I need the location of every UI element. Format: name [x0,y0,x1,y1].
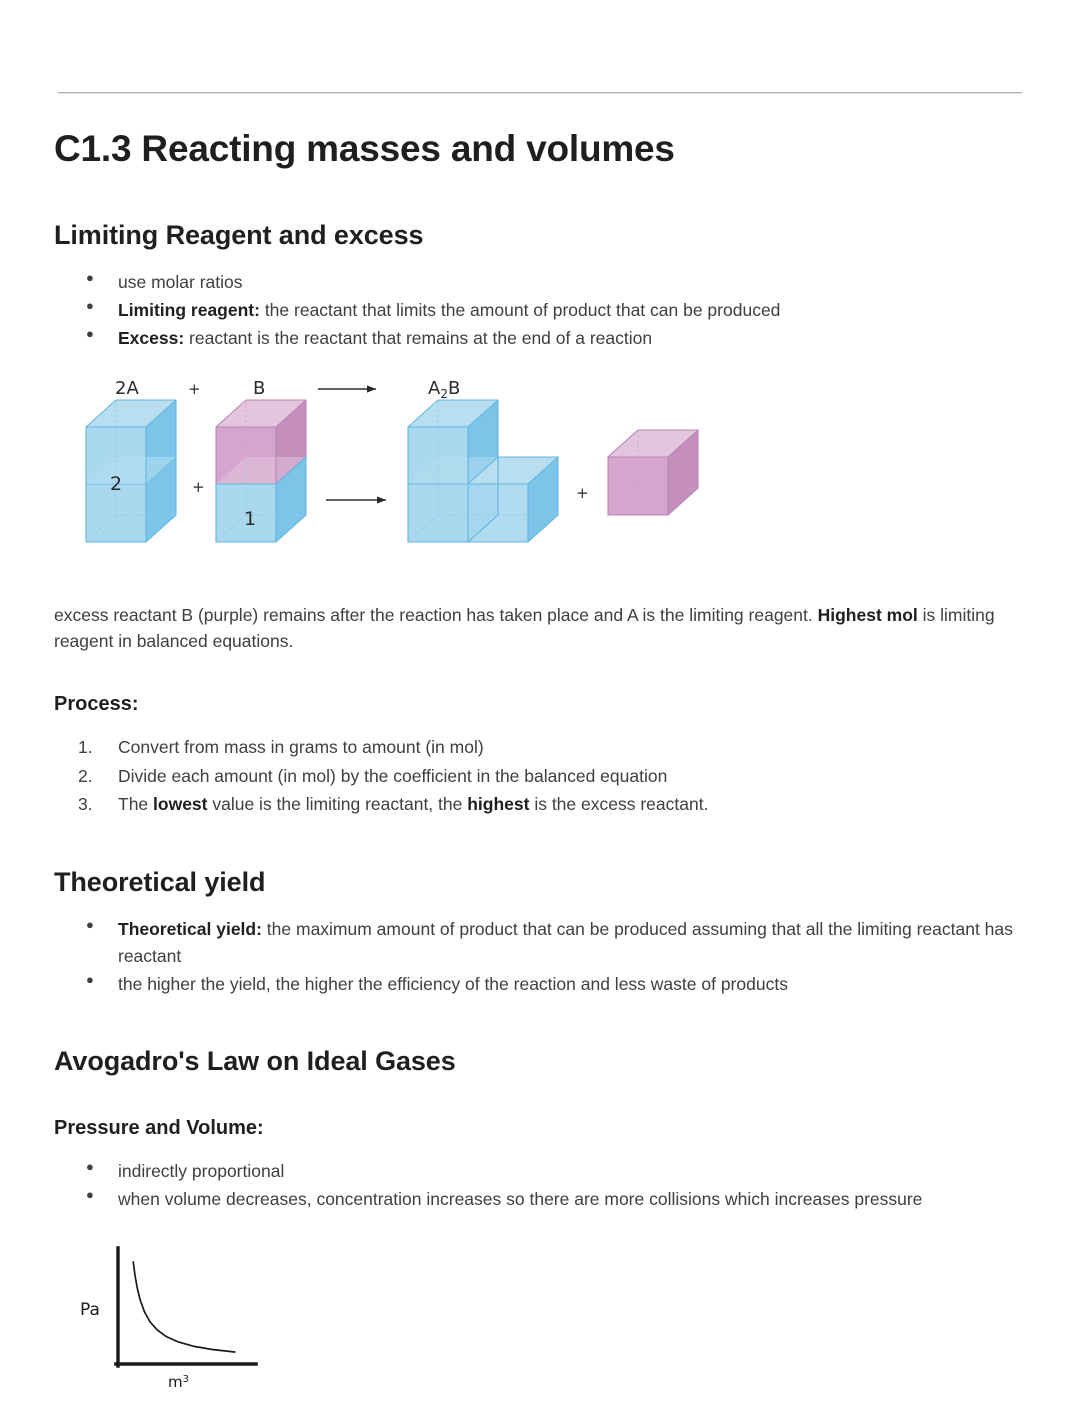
step-text: Divide each amount (in mol) by the coeff… [118,765,668,786]
bullet-lead-text: Theoretical yield: [118,919,262,940]
excess-reactant-b-cube [607,429,699,516]
document-content: C1.3 Reacting masses and volumes Limitin… [54,128,1026,1402]
diagram-plus-product: + [576,484,589,502]
bullet-lead-text: Limiting reagent: [118,300,260,321]
header-divider [58,92,1022,94]
list-item: the higher the yield, the higher the eff… [54,970,1026,997]
step-bold-highest: highest [467,794,530,815]
subsection-heading-pressure-and-volume: Pressure and Volume: [54,1116,264,1139]
limiting-reagent-cube-diagram: .bt { fill:#b8def0; } .bf { fill:#a9d8ef… [68,370,708,580]
reaction-arrow-lower [326,496,386,504]
list-item: The lowest value is the limiting reactan… [54,791,1026,818]
step-text-mid: value is the limiting reactant, the [207,794,468,815]
product-a2b-cube-stack [407,399,559,543]
cube-count-label-a: 2 [110,473,122,495]
bullet-body-text: indirectly proportional [118,1160,285,1181]
step-text-pre: The [118,794,154,815]
list-item: indirectly proportional [54,1156,1026,1184]
bullet-body-text: use molar ratios [118,271,243,292]
section-heading-limiting-reagent: Limiting Reagent and excess [54,219,424,250]
list-item: when volume decreases, concentration inc… [54,1185,1026,1212]
process-steps-list: Convert from mass in grams to amount (in… [54,734,1026,818]
section-heading-avogadros-law: Avogadro's Law on Ideal Gases [54,1046,456,1077]
diagram-plus-lower: + [192,478,205,496]
list-item: Theoretical yield: the maximum amount of… [54,915,1026,969]
chart-x-axis-label: m3 [168,1373,189,1391]
diagram-caption: excess reactant B (purple) remains after… [54,602,1026,655]
equation-label-2A: 2A [115,378,139,399]
equation-label-B: B [253,378,265,399]
caption-part-1: excess reactant B (purple) remains after… [54,604,818,625]
pressure-volume-bullet-list: indirectly proportional when volume decr… [54,1156,1026,1213]
theoretical-yield-bullet-list: Theoretical yield: the maximum amount of… [54,915,1026,997]
list-item: Divide each amount (in mol) by the coeff… [54,763,1026,790]
chart-y-axis-label: Pa [80,1300,100,1320]
pressure-volume-chart: Pa m3 [68,1242,328,1402]
bullet-body-text: the higher the yield, the higher the eff… [118,973,788,994]
caption-part-2: is limiting reagent in balanced equation… [54,604,995,651]
cube-count-label-b: 1 [244,508,256,530]
bullet-body-text: reactant is the reactant that remains at… [184,328,653,349]
limiting-reagent-bullet-list: use molar ratios Limiting reagent: the r… [54,268,1026,352]
caption-bold-highest-mol: Highest mol [817,604,918,625]
reactant-a-cube-stack: 2 [85,399,177,543]
list-item: use molar ratios [54,268,1026,295]
equation-plus-1: + [188,380,201,398]
chart-curve-inverse [132,1261,236,1353]
bullet-lead-text: Excess: [118,328,185,349]
reactant-b-cube-stack: 1 [215,399,307,543]
step-text-end: is the excess reactant. [529,794,709,815]
section-heading-theoretical-yield: Theoretical yield [54,866,266,897]
bullet-body-text: the maximum amount of product that can b… [118,919,1013,966]
page-title: C1.3 Reacting masses and volumes [54,128,675,169]
bullet-body-text: the reactant that limits the amount of p… [259,300,781,321]
list-item: Limiting reagent: the reactant that limi… [54,296,1026,323]
subsection-heading-process: Process: [54,693,139,716]
equation-arrow-top [318,385,376,393]
step-bold-lowest: lowest [153,794,208,815]
bullet-body-text: when volume decreases, concentration inc… [118,1188,923,1209]
equation-label-A2B: A2B [428,378,460,401]
list-item: Excess: reactant is the reactant that re… [54,324,1026,351]
list-item: Convert from mass in grams to amount (in… [54,734,1026,761]
step-text: Convert from mass in grams to amount (in… [118,737,484,758]
